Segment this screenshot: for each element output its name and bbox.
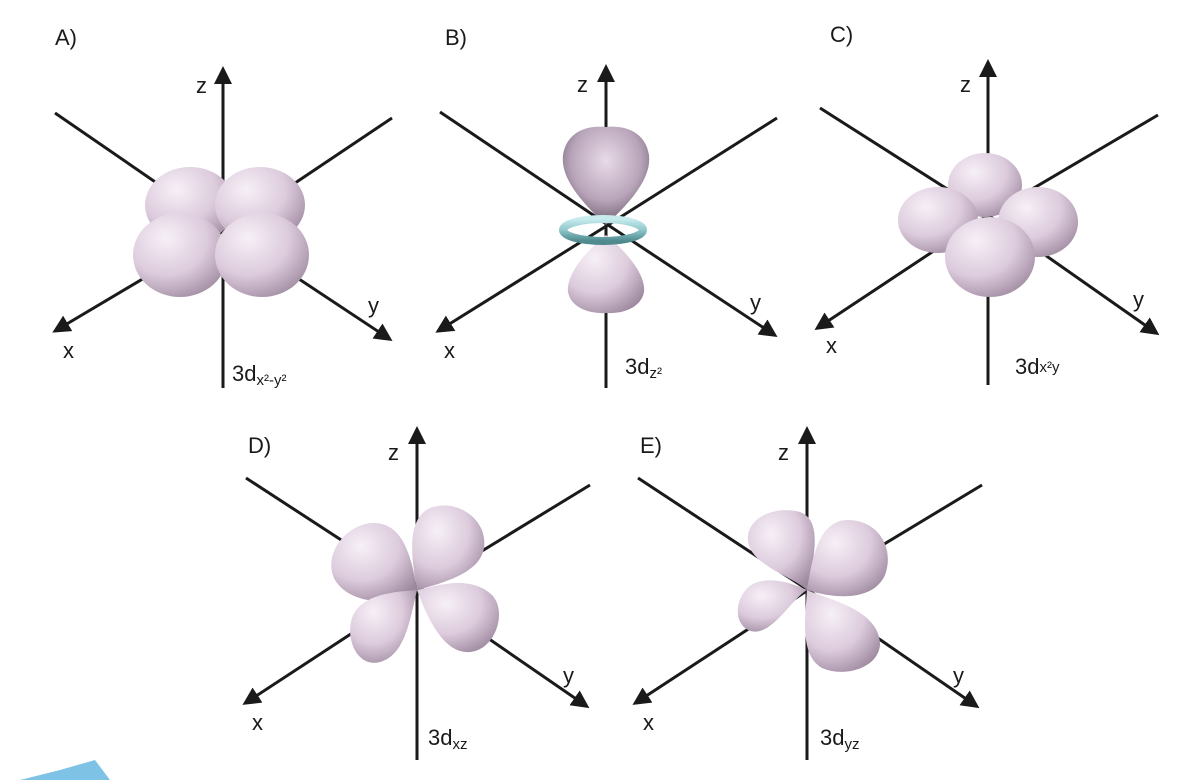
axis-line [439,110,609,227]
axis-line [607,116,778,227]
panel-d: D) z x y 3dxz [242,426,591,760]
axis-label-y: y [750,290,761,315]
orbital-name: 3dx²-y² [232,361,286,389]
orbital-name: 3dx²y [1015,354,1060,379]
orbital-lobe [945,217,1035,297]
orbital-lobe [133,213,227,297]
orbital-lobe [562,126,650,225]
orbital-lobe [807,520,888,597]
axis-label-x: x [826,333,837,358]
orbital-name: 3dyz [820,725,859,753]
axis-label-y: y [563,663,574,688]
axis-label-y: y [953,663,964,688]
orbital-lobe [805,590,880,672]
orbital-lobe [412,505,485,590]
axis-label-x: x [63,338,74,363]
orbital-lobe [331,522,417,602]
panel-label: C) [830,22,853,47]
axis-label-z: z [388,440,399,465]
torus-ring [559,215,647,245]
axis-label-z: z [577,72,588,97]
axis-label-y: y [1133,287,1144,312]
orbital-lobe [417,583,500,653]
panel-label: A) [55,25,77,50]
axis-label-z: z [960,72,971,97]
axis-label-x: x [643,710,654,735]
axis-label-z: z [196,73,207,98]
panel-b: B) z x y 3dz² [435,25,778,388]
panel-a: A) z x y 3dx²-y² [52,25,393,389]
y-axis [607,223,778,337]
orbital-name: 3dxz [428,725,467,753]
panel-label: E) [640,433,662,458]
orbital-lobe [747,510,815,590]
orbital-lobe [215,213,309,297]
orbital-lobe [567,235,645,314]
panel-label: D) [248,433,271,458]
corner-decoration [20,760,110,780]
orbital-name: 3dz² [625,354,662,382]
axis-label-z: z [778,440,789,465]
panel-e: E) z x y 3dyz [632,426,983,760]
panel-c: C) z x y 3dx²y [814,22,1160,385]
orbital-lobe [737,580,807,632]
panel-label: B) [445,25,467,50]
axis-label-y: y [368,293,379,318]
axis-label-x: x [444,338,455,363]
orbital-lobe [350,590,417,663]
axis-label-x: x [252,710,263,735]
